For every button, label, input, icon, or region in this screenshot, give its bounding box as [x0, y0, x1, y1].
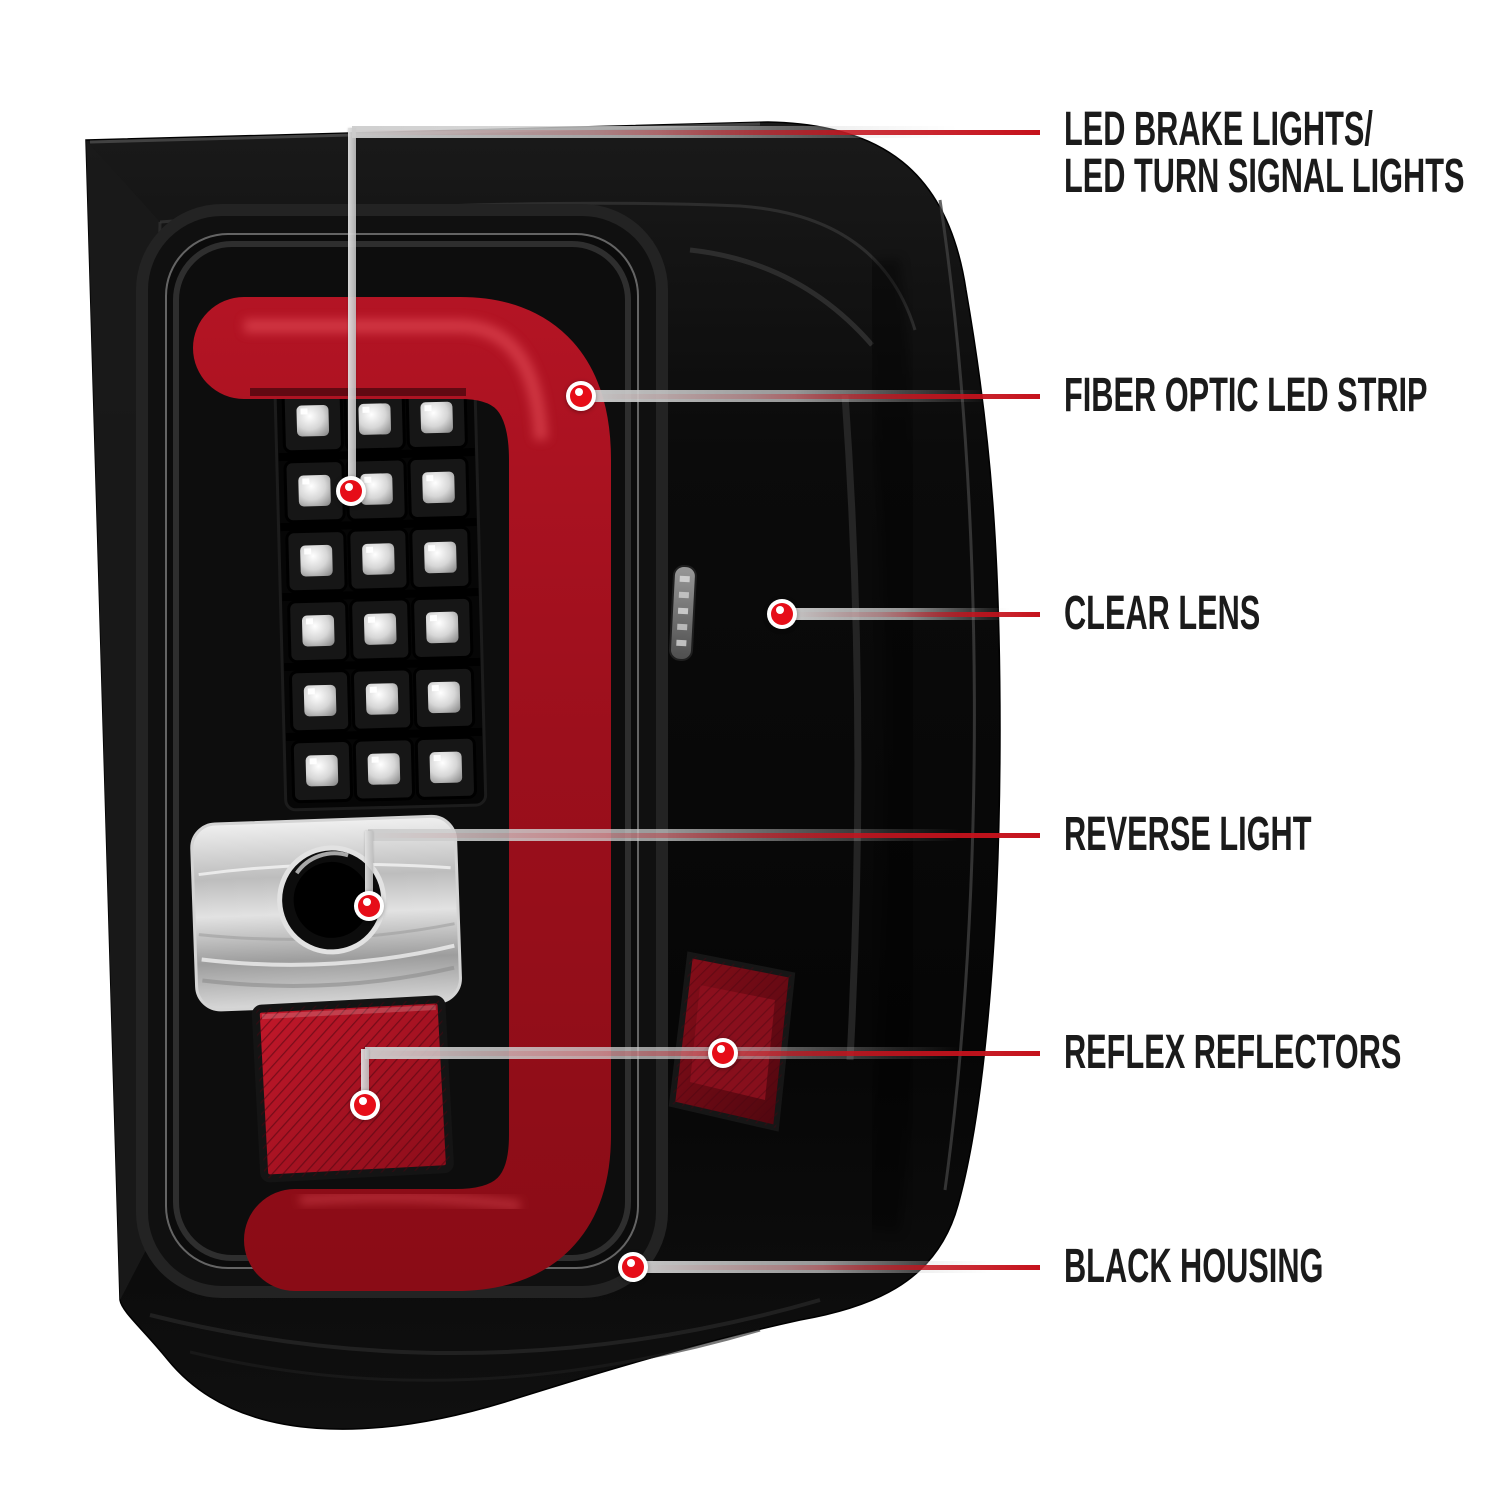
- callout-led-brake-line: [352, 126, 1040, 138]
- fiber-optic-light-bar: [193, 297, 611, 1291]
- label-line-1: LED BRAKE LIGHTS/: [1064, 103, 1373, 156]
- callout-led-brake-vline: [348, 128, 356, 486]
- callout-reverse-light-vline: [365, 831, 373, 899]
- callout-reverse-light-dot: [354, 891, 384, 921]
- housing-bottom-detail: [149, 1298, 821, 1382]
- dot-highlight: [575, 388, 583, 396]
- dot-highlight: [627, 1259, 635, 1267]
- dot-highlight: [359, 1097, 367, 1105]
- label-line-2: LED TURN SIGNAL LIGHTS: [1064, 150, 1465, 203]
- callout-clear-lens-dot: [767, 599, 797, 629]
- callout-fiber-optic-dot: [566, 381, 596, 411]
- callout-black-housing-dot: [618, 1252, 648, 1282]
- callout-label-clear-lens: CLEAR LENS: [1064, 587, 1261, 640]
- callout-label-reverse-light: REVERSE LIGHT: [1064, 808, 1312, 861]
- dot-highlight: [363, 898, 371, 906]
- dot-highlight: [776, 606, 784, 614]
- dot-highlight: [717, 1045, 725, 1053]
- callout-label-reflex-reflectors: REFLEX REFLECTORS: [1064, 1026, 1402, 1079]
- callout-black-housing-line: [646, 1261, 1040, 1273]
- callout-reverse-light-line: [368, 829, 1040, 841]
- callout-led-brake-dot: [336, 476, 366, 506]
- callout-reflex-line: [365, 1047, 1040, 1059]
- callout-label-black-housing: BLACK HOUSING: [1064, 1240, 1324, 1293]
- led-grid: [273, 377, 488, 812]
- lens-logo-stamp: [669, 564, 697, 662]
- callout-fiber-optic-line: [594, 390, 1040, 402]
- callout-reflex-vline: [361, 1049, 369, 1097]
- callout-label-led-brake-turn-signal: LED BRAKE LIGHTS/ LED TURN SIGNAL LIGHTS: [1064, 103, 1465, 203]
- callout-reflex-dot-right: [708, 1038, 738, 1068]
- callout-clear-lens-line: [794, 608, 1040, 620]
- reverse-light-lamp: [190, 814, 462, 1012]
- callout-reflex-dot-left: [350, 1090, 380, 1120]
- reflex-reflector-left: [251, 995, 454, 1183]
- callout-label-fiber-optic-led-strip: FIBER OPTIC LED STRIP: [1064, 369, 1428, 422]
- dot-highlight: [345, 483, 353, 491]
